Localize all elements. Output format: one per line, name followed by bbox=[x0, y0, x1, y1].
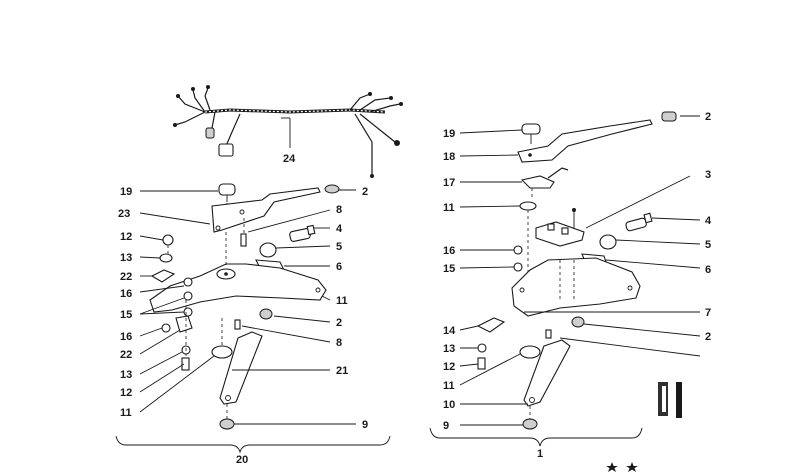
label-cap-nut: 9 bbox=[443, 420, 449, 432]
label-nut: 13 bbox=[443, 343, 455, 355]
label-washer-b: 15 bbox=[120, 309, 132, 321]
sleeve bbox=[259, 242, 277, 258]
lever bbox=[517, 119, 653, 163]
label-harness: 24 bbox=[283, 153, 296, 165]
switch-block bbox=[535, 208, 585, 247]
edge-artifacts bbox=[606, 382, 682, 472]
wire-clip bbox=[520, 167, 569, 198]
switch bbox=[289, 224, 316, 242]
label-wire-clip: 17 bbox=[443, 177, 455, 189]
right-labels: 2 19 18 17 3 11 4 16 5 15 6 7 14 2 13 12… bbox=[443, 111, 712, 460]
spring-pin bbox=[240, 218, 247, 247]
label-pivot-plate: 11 bbox=[336, 295, 348, 307]
label-cap-top: 2 bbox=[705, 111, 711, 123]
cap-nut bbox=[522, 418, 538, 430]
label-lever: 23 bbox=[118, 208, 130, 220]
label-spring-pin: 8 bbox=[336, 204, 342, 216]
washer-a bbox=[513, 245, 523, 255]
label-base-plate: 7 bbox=[705, 307, 711, 319]
bushing bbox=[477, 357, 486, 370]
label-lever: 18 bbox=[443, 151, 455, 163]
label-nut: 13 bbox=[120, 252, 132, 264]
label-switch: 4 bbox=[705, 215, 712, 227]
cap-upper bbox=[324, 184, 340, 194]
label-sleeve: 5 bbox=[705, 239, 711, 251]
left-labels: 24 19 2 23 8 12 4 13 5 22 6 16 11 15 2 1… bbox=[118, 153, 368, 466]
label-cap: 2 bbox=[362, 186, 368, 198]
switch bbox=[625, 212, 653, 232]
label-washer-a: 16 bbox=[120, 288, 132, 300]
label-sleeve: 5 bbox=[336, 241, 342, 253]
handle-grip bbox=[521, 123, 541, 144]
label-clip: 14 bbox=[443, 325, 456, 337]
cap-nut bbox=[219, 418, 235, 430]
left-assembly bbox=[115, 85, 403, 454]
label-switch-block: 3 bbox=[705, 169, 711, 181]
lever bbox=[211, 187, 321, 233]
bushing-lower bbox=[181, 357, 190, 371]
label-bushing: 12 bbox=[120, 231, 132, 243]
wiring-harness bbox=[173, 85, 403, 178]
label-clip: 22 bbox=[120, 271, 132, 283]
label-switch: 4 bbox=[336, 223, 343, 235]
right-assembly bbox=[429, 111, 701, 447]
pivot-washer bbox=[519, 201, 537, 211]
cap-lower bbox=[259, 308, 273, 320]
washer-b bbox=[513, 262, 523, 272]
nut bbox=[159, 253, 173, 263]
label-cap-nut: 9 bbox=[362, 419, 368, 431]
clip-lower bbox=[175, 315, 193, 333]
nut bbox=[477, 343, 487, 353]
label-plate-lower: 11 bbox=[443, 380, 455, 392]
arm bbox=[519, 339, 571, 420]
label-pin-lower: 8 bbox=[336, 337, 342, 349]
clip-upper bbox=[150, 269, 176, 283]
label-arm-end: 10 bbox=[443, 399, 455, 411]
label-handle-grip: 19 bbox=[120, 186, 132, 198]
group-brace-left bbox=[115, 435, 391, 454]
label-group-left: 20 bbox=[236, 454, 248, 466]
label-arm: 21 bbox=[336, 365, 348, 377]
label-bushing: 12 bbox=[443, 361, 455, 373]
clip bbox=[476, 317, 506, 333]
label-bushing-lower: 12 bbox=[120, 387, 132, 399]
label-handle-grip: 19 bbox=[443, 128, 455, 140]
sleeve bbox=[599, 234, 617, 250]
base-plate bbox=[511, 257, 641, 317]
label-nut-lower: 13 bbox=[120, 369, 132, 381]
label-clip-lower: 22 bbox=[120, 349, 132, 361]
label-plate-lower: 11 bbox=[120, 407, 132, 419]
bushing bbox=[162, 234, 174, 246]
label-pivot-plate: 11 bbox=[443, 202, 455, 214]
label-bracket: 6 bbox=[705, 264, 711, 276]
cap-lower bbox=[571, 316, 585, 328]
label-washer-c: 16 bbox=[120, 331, 132, 343]
pin-lower bbox=[234, 319, 241, 330]
leader-lines-right bbox=[459, 115, 701, 426]
label-group-right: 1 bbox=[537, 448, 543, 460]
label-cap-lower: 2 bbox=[336, 317, 342, 329]
leader-lines-left bbox=[139, 117, 356, 425]
group-brace-right bbox=[429, 427, 643, 447]
label-bracket: 6 bbox=[336, 261, 342, 273]
label-washer-b: 15 bbox=[443, 263, 455, 275]
cap-top bbox=[661, 111, 677, 122]
pivot-plate bbox=[149, 232, 327, 313]
label-cap-lower: 2 bbox=[705, 331, 711, 343]
label-washer-a: 16 bbox=[443, 245, 455, 257]
arm bbox=[211, 318, 263, 420]
